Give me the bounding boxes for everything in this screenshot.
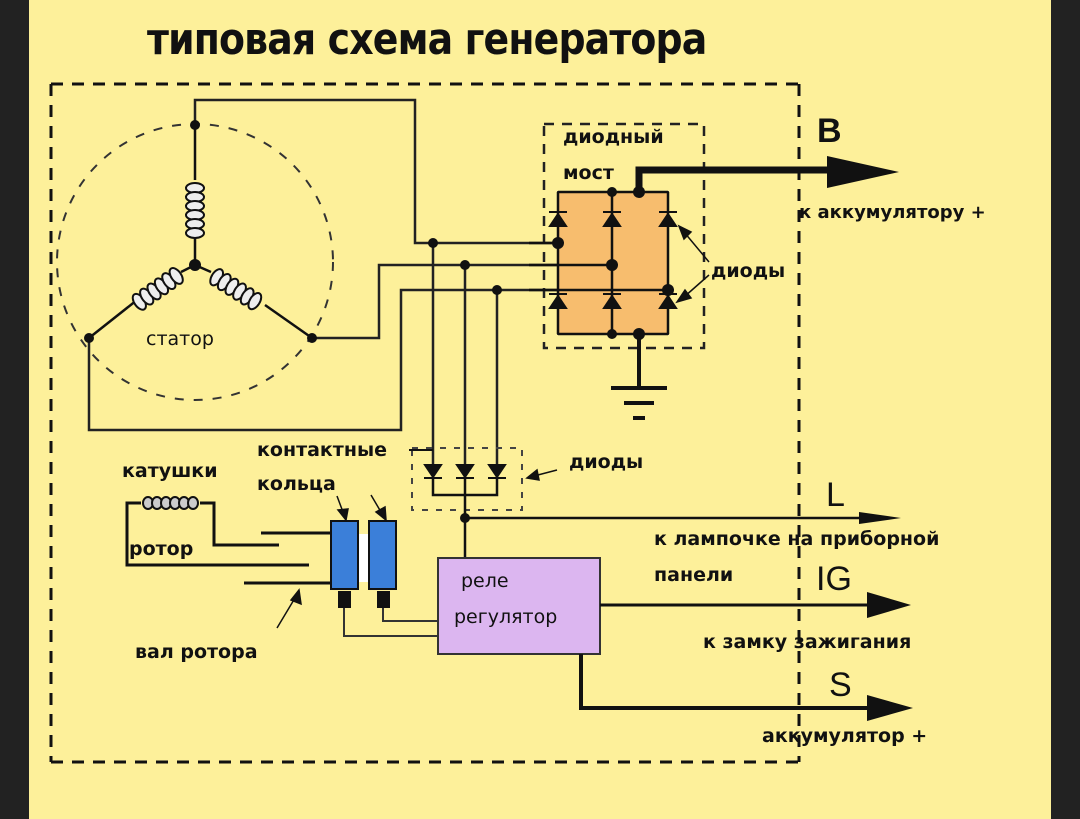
regulator-box [437,557,601,655]
rotor-shaft-pointer [276,588,302,629]
slip-ring-2 [368,520,397,590]
terminal-b-arrowhead [827,156,899,188]
regulator-label-line2: регулятор [454,606,558,628]
slip-rings-label-line2: кольца [257,473,336,495]
terminal-s-wire [579,654,879,710]
terminal-s-name: S [829,666,852,704]
terminal-b-name: B [817,112,842,150]
terminal-s-arrowhead [867,695,913,721]
terminal-ig-name: IG [816,560,852,598]
terminal-ig-arrowhead [867,592,911,618]
stator-coil-right [209,268,263,311]
rotor-wiring [125,501,331,585]
rotor-label: ротор [129,538,194,560]
terminal-b-desc: к аккумулятору + [799,202,986,223]
rotor-shaft-label: вал ротора [135,641,258,663]
terminal-l-name: L [826,476,845,514]
bridge-diodes-label: диоды [711,260,786,282]
terminal-l-desc-line1: к лампочке на приборной [654,528,940,550]
slip-ring-pointers [336,494,387,522]
stator-label: статор [146,328,214,350]
aux-diodes-boundary [411,447,523,511]
brush-wiring [343,608,439,637]
regulator-label-line1: реле [461,570,509,592]
terminal-b-wire [635,166,829,192]
junction-dots [84,120,502,343]
terminal-l-desc-line2: панели [654,564,734,586]
aux-diodes-pointer [525,468,558,481]
brush-1 [338,591,351,608]
rotor-coils-label: катушки [122,460,218,482]
terminal-ig-desc: к замку зажигания [703,631,912,653]
aux-diodes-label: диоды [569,451,644,473]
aux-diodes [423,464,507,479]
bridge-diodes-pointers [675,224,710,304]
diagram-canvas: типовая схема генератора статор диодный … [29,0,1051,819]
ground-symbol [611,334,667,420]
rotor-coil [142,496,199,510]
brush-2 [377,591,390,608]
slip-ring-1 [330,520,359,590]
schematic-drawing [49,82,913,764]
aux-junction [460,513,470,523]
stator-output-wires [87,98,669,470]
generator-boundary [49,82,801,764]
stator-coil-top [185,182,205,239]
diode-bridge-boundary [542,122,706,350]
terminal-l-arrowhead [859,512,901,524]
diagram-title: типовая схема генератора [147,14,707,65]
slip-rings-label-line1: контактные [257,439,388,461]
diode-bridge-label-line2: мост [563,162,614,184]
terminal-s-desc: аккумулятор + [762,725,928,747]
diode-bridge-label-line1: диодный [563,126,664,148]
bridge-diodes [548,211,678,309]
stator-coil-left [131,267,184,311]
